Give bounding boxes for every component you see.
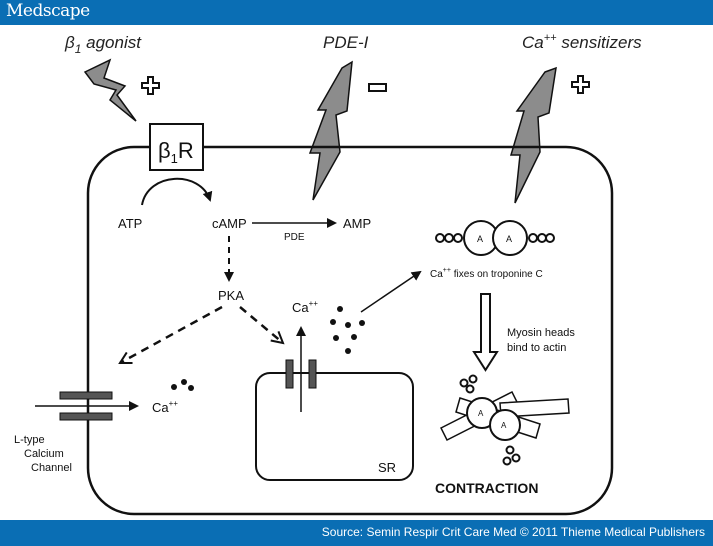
atp-to-camp-arrow (141, 177, 213, 206)
beta1-receptor-box (149, 123, 204, 171)
calcium-to-troponin-arrow (360, 270, 422, 313)
cell-membrane (86, 145, 614, 516)
pka-to-sr-arrow (239, 306, 283, 343)
calcium-dot (181, 379, 187, 385)
source-credit: Source: Semin Respir Crit Care Med © 201… (321, 525, 705, 539)
hollow-down-arrow (472, 293, 499, 372)
beta-agonist-label: β1 agonist (64, 33, 142, 56)
calcium-dot (333, 335, 339, 341)
calcium-dot (171, 384, 177, 390)
ca-sensitizers-label: Ca++ sensitizers (522, 32, 642, 52)
calcium-dot (359, 320, 365, 326)
channel-label-line2: Calcium (24, 448, 64, 460)
beta1-receptor-label: β1R (158, 138, 194, 166)
pka-label: PKA (218, 288, 244, 303)
calcium-dot (188, 385, 194, 391)
plus-icon (141, 76, 160, 95)
troponin-label: Ca++ fixes on troponine C (430, 267, 543, 280)
camp-label: cAMP (212, 216, 247, 231)
pde-i-bolt-icon (308, 60, 353, 201)
calcium-dot (337, 306, 343, 312)
channel-label-line1: L-type (14, 434, 45, 446)
actin-label: A (501, 421, 507, 430)
actin-label: A (477, 234, 483, 244)
troponin-complex: A A (435, 220, 555, 256)
plus-icon (571, 75, 590, 94)
minus-icon (368, 83, 387, 92)
contraction-label: CONTRACTION (435, 480, 538, 496)
sr-channel-right (308, 359, 317, 389)
footer-bar: Source: Semin Respir Crit Care Med © 201… (0, 520, 713, 546)
ca-sensitizers-bolt-icon (509, 66, 557, 204)
l-type-channel-upper (59, 391, 113, 400)
myosin-label-line2: bind to actin (507, 342, 566, 354)
calcium-dot (330, 319, 336, 325)
sr-label: SR (378, 460, 396, 475)
calcium-dot (351, 334, 357, 340)
actin-myosin-complex: A A (439, 374, 570, 466)
medscape-logo: Medscape (6, 1, 90, 21)
myosin-label-line1: Myosin heads (507, 327, 575, 339)
pka-to-channel-arrow (120, 305, 223, 365)
sarcoplasmic-reticulum (255, 372, 414, 481)
pde-i-label: PDE-I (323, 33, 369, 52)
beta-agonist-bolt-icon (83, 58, 137, 122)
amp-label: AMP (343, 216, 371, 231)
influx-calcium-label: Ca++ (152, 399, 178, 415)
calcium-dot (345, 348, 351, 354)
l-type-channel-lower (59, 412, 113, 421)
actin-label: A (478, 409, 484, 418)
channel-label-line3: Channel (31, 462, 72, 474)
sr-channel-left (285, 359, 294, 389)
header-bar: Medscape (0, 0, 713, 25)
calcium-dot (345, 322, 351, 328)
atp-label: ATP (118, 216, 142, 231)
actin-label: A (506, 234, 512, 244)
cytosolic-calcium-label: Ca++ (292, 299, 318, 315)
pde-label: PDE (284, 232, 305, 243)
